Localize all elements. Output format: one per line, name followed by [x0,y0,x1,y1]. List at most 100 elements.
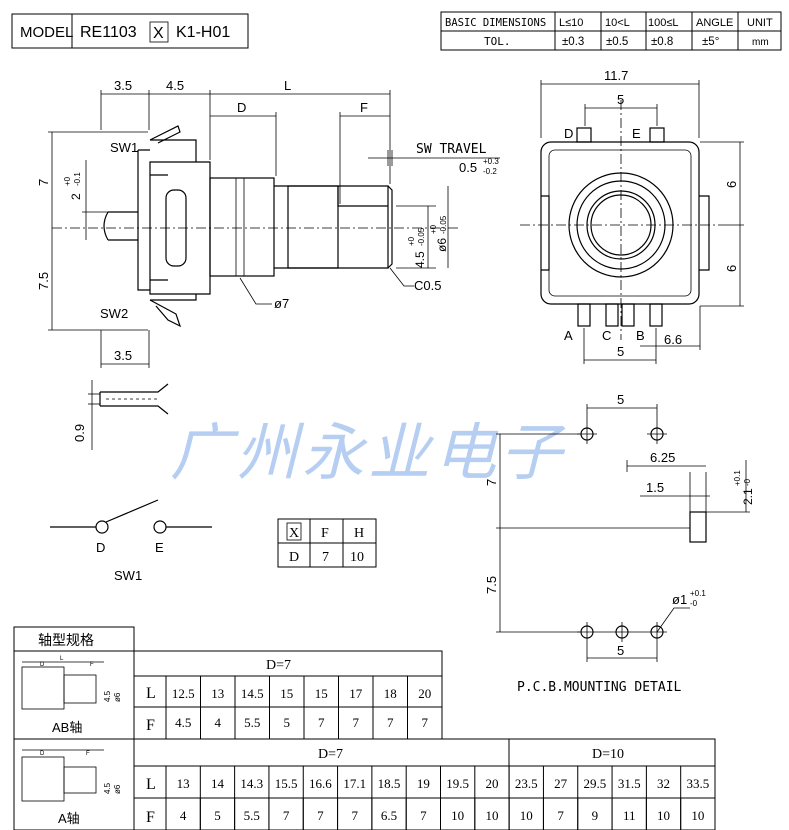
a-mini-phi: ø6 [113,784,122,794]
terminal-detail: 0.9 [72,380,169,450]
sw-travel-tol-dn: -0.2 [483,167,497,176]
sw2-label: SW2 [100,306,128,321]
ab-F-cell-0: 4.5 [175,715,191,730]
a-mini-D: D [40,751,45,757]
pcb-title: P.C.B.MOUNTING DETAIL [517,680,682,695]
a-L-label: L [146,776,156,793]
a-mini-F: F [86,751,90,757]
ab-F-label: F [146,717,155,734]
ab-F-cell-1: 4 [215,715,222,730]
pcb-dim-1-5: 1.5 [646,480,664,495]
col-unit: UNIT [747,17,773,29]
a-F-cell-4: 7 [317,808,324,823]
col-10-lt-l: 10<L [605,17,630,29]
dim-2-tol-dn: -0.1 [73,172,82,186]
dim-4-5-tol-up: +0 [407,236,416,246]
sw-travel-label: SW TRAVEL [416,142,487,157]
ab-L-cell-0: 12.5 [172,686,195,701]
pcb-dim-5-top: 5 [617,392,624,407]
ab-L-label: L [146,685,156,702]
a-F-cell-6: 6.5 [381,808,397,823]
pcb-dim-2-1-tol-dn: -0 [743,478,752,486]
pin-A-label: A [564,328,573,343]
a-L-cell-15: 33.5 [686,776,709,791]
pin-B-label: B [636,328,645,343]
dim-L: L [284,78,291,93]
small-table-h3: H [354,526,364,541]
pcb-dim-7-5: 7.5 [484,576,499,594]
a-L-cell-11: 27 [554,776,568,791]
pcb-dim-phi1-tol-up: +0.1 [690,589,706,598]
ab-mini-L: L [60,656,64,662]
small-table-h1: X [289,526,299,541]
ab-L-cell-3: 15 [280,686,293,701]
a-L-cell-13: 31.5 [618,776,641,791]
c05-label: C0.5 [414,278,441,293]
dim-11-7: 11.7 [604,68,628,83]
ab-L-cell-5: 17 [349,686,363,701]
a-L-cell-8: 19.5 [446,776,469,791]
sw-travel-value: 0.5 [459,160,477,175]
dim-phi6-tol-dn: -0.05 [439,215,448,234]
ab-F-cell-2: 5.5 [244,715,260,730]
dim-2-tol-up: +0 [63,176,72,186]
pcb-dim-phi1: ø1 [672,592,687,607]
pcb-dim-2-1: 2.1 [741,488,755,505]
switch-name: SW1 [114,568,142,583]
tol-4: ±5° [702,36,719,48]
model-header: MODEL RE1103 X K1-H01 [11,13,249,49]
dim-F: F [360,100,368,115]
a-mini-h: 4.5 [103,782,112,794]
sw-travel-tol-up: +0.3 [483,157,499,166]
a-F-cell-5: 7 [351,808,358,823]
pcb-dim-5-bottom: 5 [617,643,624,658]
ab-mini-F: F [90,662,94,668]
unit-mm: mm [752,37,769,48]
a-L-cell-10: 23.5 [515,776,538,791]
tol-2: ±0.5 [606,36,628,48]
dim-6-bottom: 6 [724,265,739,272]
ab-L-cell-7: 20 [418,686,431,701]
a-F-cell-13: 11 [623,808,636,823]
basic-dimensions-label: BASIC DIMENSIONS [445,17,546,29]
small-table-r2: 7 [322,550,329,565]
tol-3: ±0.8 [651,36,673,48]
ab-L-cell-1: 13 [211,686,224,701]
dim-7-left: 7 [36,179,51,186]
dim-0-9: 0.9 [72,424,87,442]
pcb-dim-7: 7 [484,479,499,486]
tol-1: ±0.3 [562,36,584,48]
a-L-cell-6: 18.5 [378,776,401,791]
switch-E-label: E [155,540,164,555]
dim-3-5-bottom: 3.5 [114,348,132,363]
phi7-label: ø7 [274,296,289,311]
a-L-cell-0: 13 [177,776,190,791]
a-F-cell-15: 10 [691,808,704,823]
tolerance-table: BASIC DIMENSIONS L≤10 10<L 100≤L ANGLE U… [440,11,782,51]
ab-header-D7: D=7 [266,658,291,673]
a-shaft-label: A轴 [58,811,80,826]
ab-F-cell-7: 7 [422,715,429,730]
pcb-dim-6-25: 6.25 [650,450,675,465]
a-F-cell-12: 9 [592,808,599,823]
dim-7-5-left: 7.5 [36,272,51,290]
shaft-table-title: 轴型规格 [38,632,94,648]
switch-symbol: D E SW1 [50,499,212,583]
ab-shaft-label: AB轴 [52,720,82,735]
dim-phi6: ø6 [435,238,449,252]
pin-D-label: D [564,126,573,141]
dim-phi6-tol-up: +0 [429,224,438,234]
front-view: 11.7 5 D E 6 6 A C B 6.6 5 [520,68,744,364]
a-F-cell-11: 7 [557,808,564,823]
pcb-dim-2-1-tol-up: +0.1 [733,470,742,486]
dim-6-top: 6 [724,181,739,188]
tol-label: TOL. [484,35,511,48]
a-L-cell-1: 14 [211,776,225,791]
small-table: X F H D 7 10 [277,518,377,568]
a-L-cell-12: 29.5 [584,776,607,791]
dim-5-top: 5 [617,92,624,107]
dim-4-5-shaft: 4.5 [413,251,427,268]
switch-D-label: D [96,540,105,555]
